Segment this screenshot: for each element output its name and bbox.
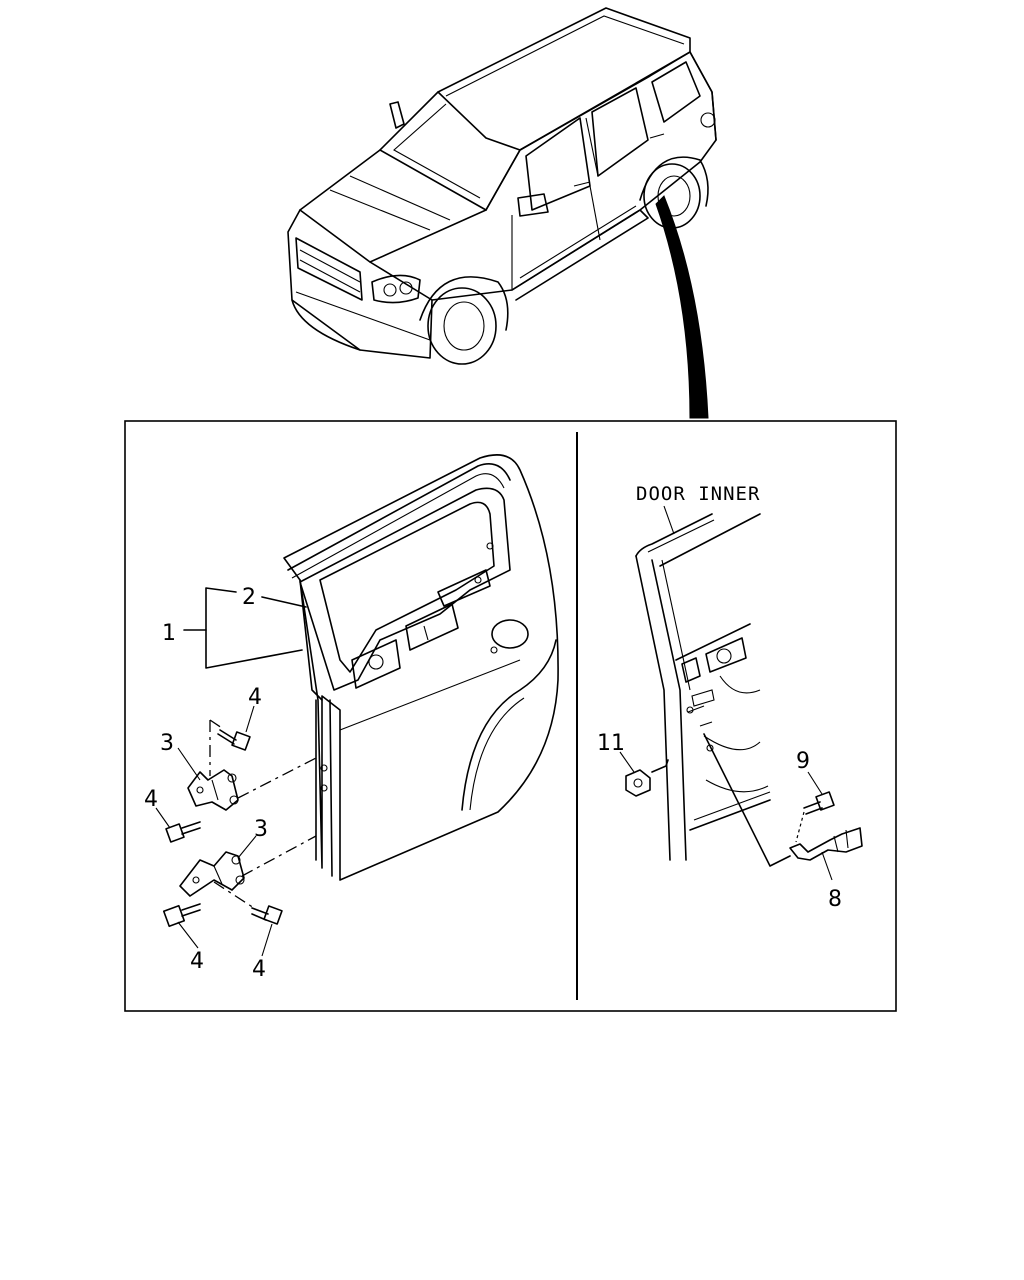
callout-1: 1 <box>162 621 176 646</box>
leader-door-inner <box>663 505 675 535</box>
bolt-lower-hinge-right <box>251 905 283 925</box>
leader-4a <box>245 705 255 733</box>
callout-4-lower-right-bolt: 4 <box>252 957 266 982</box>
vehicle-overview-illustration <box>287 7 717 365</box>
leader-2 <box>261 596 307 608</box>
lower-door-hinge <box>179 851 245 897</box>
alignment-line-bolt-9 <box>795 811 805 843</box>
leader-4c <box>177 921 199 949</box>
rear-door-illustration <box>283 454 559 881</box>
alignment-line-lower-hinge <box>241 835 317 877</box>
leader-8 <box>821 851 833 881</box>
leader-4b <box>155 807 171 829</box>
bolt-upper-hinge-side <box>165 821 201 843</box>
callout-9: 9 <box>796 749 810 774</box>
alignment-line-bolt-top-h <box>209 719 223 729</box>
bolt-part-9 <box>803 791 835 815</box>
callout-4-lower-left-bolt: 4 <box>190 949 204 974</box>
check-link-line <box>703 733 791 867</box>
bolt-lower-hinge-left <box>162 903 201 928</box>
door-inner-label: DOOR INNER <box>636 483 760 505</box>
bolt-upper-hinge-top <box>217 729 251 751</box>
leader-9 <box>807 771 823 795</box>
callout-3-lower-hinge: 3 <box>254 817 268 842</box>
callout-8: 8 <box>828 887 842 912</box>
nut-part-11 <box>625 759 669 797</box>
alignment-line-lower-bolt-right <box>213 881 255 909</box>
callout-bracket-1 <box>205 587 303 669</box>
detail-frame <box>124 420 897 1012</box>
leader-11 <box>619 751 635 773</box>
leader-3a <box>177 747 201 781</box>
alignment-line-upper-hinge <box>237 757 317 799</box>
door-check-part-8 <box>789 827 863 861</box>
leader-swoosh <box>655 195 709 419</box>
upper-door-hinge <box>187 769 239 811</box>
leader-3b <box>237 835 257 859</box>
door-inner-illustration <box>635 513 771 861</box>
callout-3-upper-hinge: 3 <box>160 731 174 756</box>
callout-2: 2 <box>242 585 256 610</box>
callout-4-top-bolt: 4 <box>248 685 262 710</box>
leader-4d <box>261 923 273 957</box>
callout-11: 11 <box>597 731 625 756</box>
callout-4-side-bolt: 4 <box>144 787 158 812</box>
